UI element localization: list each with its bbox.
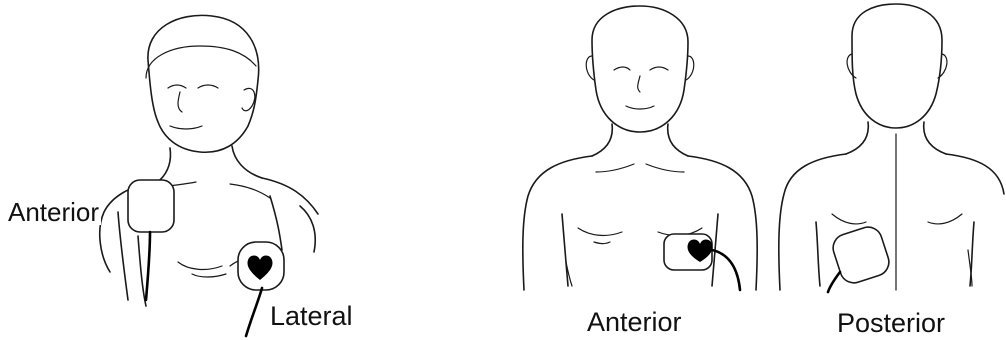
head-outline — [852, 4, 942, 128]
head-outline — [592, 6, 688, 132]
lateral-pad-cable — [246, 288, 262, 336]
figure-posterior — [779, 4, 1004, 292]
figure-anterior — [523, 6, 757, 290]
head-outline — [148, 15, 259, 152]
label-lateral: Lateral — [270, 303, 353, 330]
label-anterior-front: Anterior — [587, 309, 682, 336]
anterior-pad-cable — [146, 232, 150, 300]
figure-anterior-lateral — [100, 15, 318, 336]
label-anterior-left: Anterior — [8, 199, 101, 225]
label-posterior: Posterior — [837, 310, 945, 337]
posterior-pad-cable — [828, 272, 840, 292]
posterior-pad — [829, 223, 892, 286]
anterior-pad-cable — [712, 250, 740, 290]
anterior-pad — [128, 180, 174, 232]
